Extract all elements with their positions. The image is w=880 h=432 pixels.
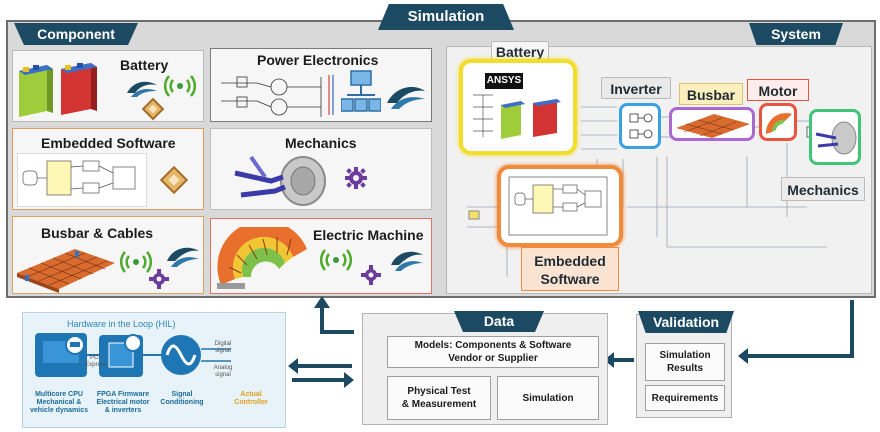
battery-title: Battery [120,57,169,73]
component-card-embedded-software: Embedded Software [12,128,204,210]
fluent-wave-icon [391,251,423,271]
arrow-system-to-validation [748,300,854,358]
motion-gear-icon [345,167,367,189]
validation-results-box[interactable]: Simulation Results [645,343,725,381]
emag-signal-icon [320,249,352,271]
fluent-wave-icon [167,247,199,267]
hil-pipeline-image [35,333,231,377]
data-simulation-box[interactable]: Simulation [497,376,599,420]
system-block-inverter[interactable] [619,103,661,149]
hil-signal-caption: Signal Conditioning [160,391,204,406]
system-block-busbar[interactable] [669,107,755,141]
hil-analog-label: Analog signal [213,365,233,378]
system-label-busbar: Busbar [679,83,743,105]
software-model-diagram [17,153,147,207]
validation-header: Validation [638,311,734,333]
software-model-diagram [508,176,608,236]
system-label-motor: Motor [747,79,809,101]
component-card-power-electronics: Power Electronics [210,48,432,122]
component-header: Component [14,23,138,45]
hil-controller-caption: Actual Controller [234,391,268,406]
battery-cells-image [19,63,97,117]
ansys-logo: ANSYS [485,73,523,89]
power-electronics-title: Power Electronics [257,52,379,68]
busbar-cables-title: Busbar & Cables [41,225,154,241]
scade-diamond-icon [141,97,165,121]
emag-signal-icon [164,75,196,97]
suspension-wheel-image [815,121,857,155]
embedded-software-title: Embedded Software [41,135,176,151]
hil-pcie-label: PCI- Express [85,355,107,368]
mechanics-title: Mechanics [285,135,357,151]
simulation-header: Simulation [378,4,514,30]
hil-digital-label: Digital signal [214,341,232,354]
component-card-electric-machine: Electric Machine [210,218,432,294]
component-card-battery: Battery [12,50,204,122]
system-label-mechanics: Mechanics [781,177,865,201]
scade-diamond-icon [159,165,189,195]
arrow-data-to-simulation [320,306,354,334]
battery-cells-image [501,99,561,139]
component-card-busbar-cables: Busbar & Cables [12,216,204,294]
system-panel: Battery ANSYS Inverter Busbar Motor [446,41,872,294]
motion-gear-icon [149,269,169,289]
electric-machine-title: Electric Machine [313,227,424,243]
fluent-wave-icon [387,87,425,109]
motor-stator-image [217,227,307,289]
busbar-mesh-image [17,249,115,293]
motor-stator-image [765,113,792,134]
hil-panel: Hardware in the Loop (HIL) PCI- Express … [22,312,286,428]
fluent-wave-icon [127,81,157,97]
validation-requirements-box[interactable]: Requirements [645,385,725,411]
motion-gear-icon [361,265,381,285]
data-header: Data [454,311,544,332]
system-label-embedded-software: Embedded Software [521,247,619,291]
hil-fpga-caption: FPGA Firmware Electrical motor & inverte… [96,391,150,414]
suspension-wheel-image [234,155,326,206]
system-block-motor[interactable] [759,103,797,141]
system-block-embedded-software[interactable] [497,165,623,247]
battery-schematic-lines [473,94,493,137]
power-circuit-schematic [221,75,334,117]
data-models-box[interactable]: Models: Components & Software Vendor or … [387,336,599,368]
system-header: System [749,23,843,45]
system-label-inverter: Inverter [601,77,671,99]
system-block-mechanics[interactable] [809,109,861,165]
data-physical-test-box[interactable]: Physical Test & Measurement [387,376,491,420]
hil-title: Hardware in the Loop (HIL) [67,319,176,329]
emag-signal-icon [120,251,152,273]
hil-multicore-caption: Multicore CPU Mechanical & vehicle dynam… [30,391,88,414]
inverter-schematic [629,113,653,139]
component-card-mechanics: Mechanics [210,128,432,210]
circuit-simulation-icon [341,70,381,112]
busbar-mesh-image [676,114,750,138]
system-block-battery[interactable]: ANSYS [459,59,577,155]
